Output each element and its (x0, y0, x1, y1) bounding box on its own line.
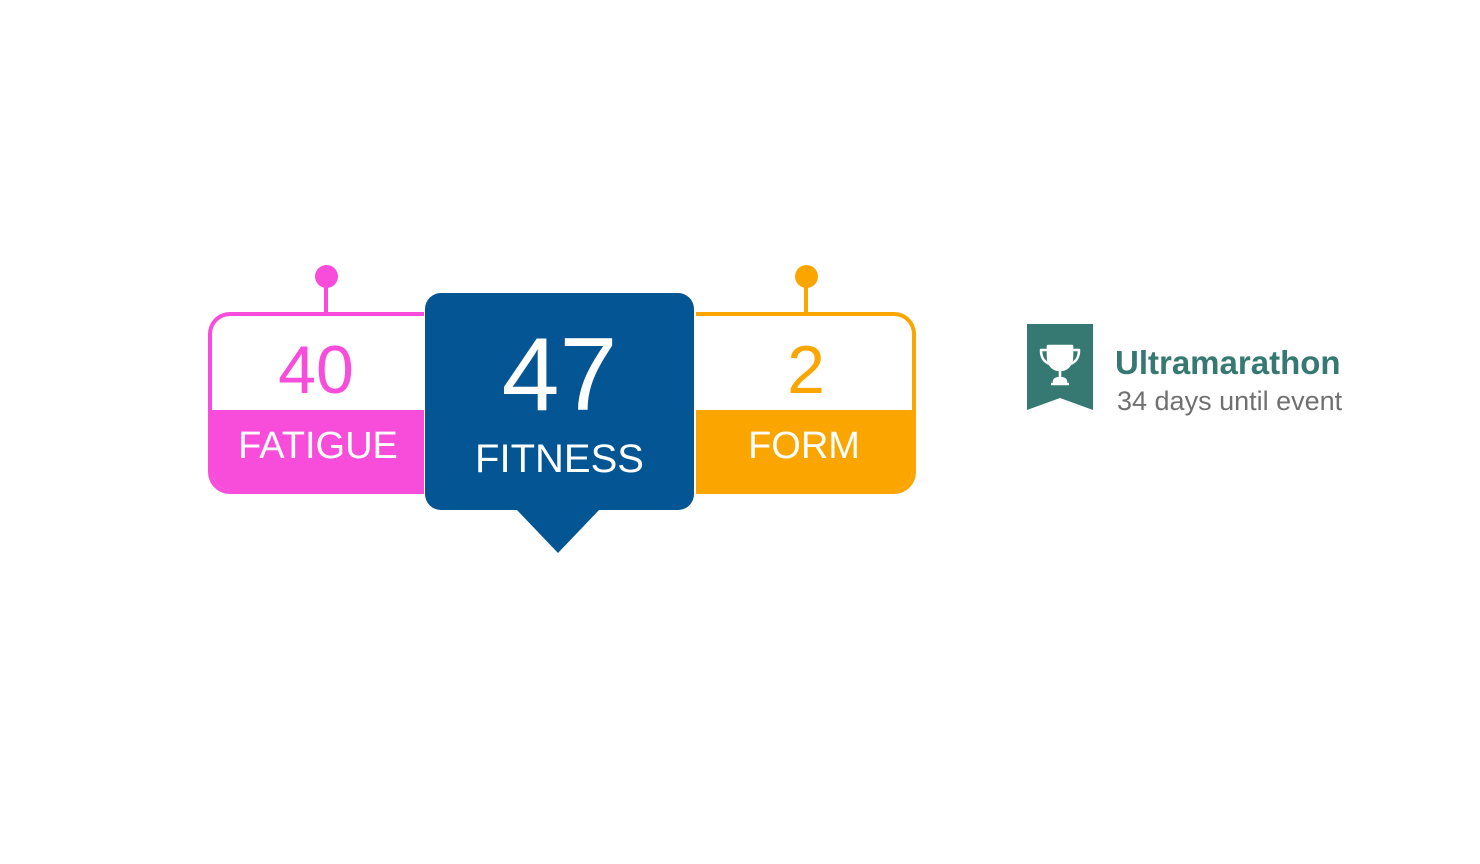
fitness-value: 47 (501, 317, 618, 433)
event-badge[interactable]: Ultramarathon 34 days until event (1027, 324, 1387, 424)
event-countdown: 34 days until event (1117, 386, 1343, 416)
ribbon-icon (1027, 324, 1093, 410)
event-title: Ultramarathon (1115, 344, 1341, 381)
form-label: FORM (696, 410, 912, 490)
trophy-icon (1039, 344, 1081, 386)
form-indicator-dot (794, 265, 818, 288)
fatigue-value: 40 (278, 332, 354, 408)
fitness-card[interactable]: 47 FITNESS (425, 293, 694, 510)
form-value: 2 (787, 332, 825, 408)
fatigue-card[interactable]: 40 FATIGUE (208, 312, 424, 494)
fitness-pointer-arrow (516, 509, 600, 553)
fitness-label: FITNESS (475, 437, 644, 481)
fatigue-label: FATIGUE (212, 410, 424, 490)
form-indicator-pin (794, 265, 818, 314)
fatigue-indicator-pin (314, 265, 338, 314)
form-card[interactable]: 2 FORM (696, 312, 916, 494)
fatigue-indicator-dot (314, 265, 338, 288)
